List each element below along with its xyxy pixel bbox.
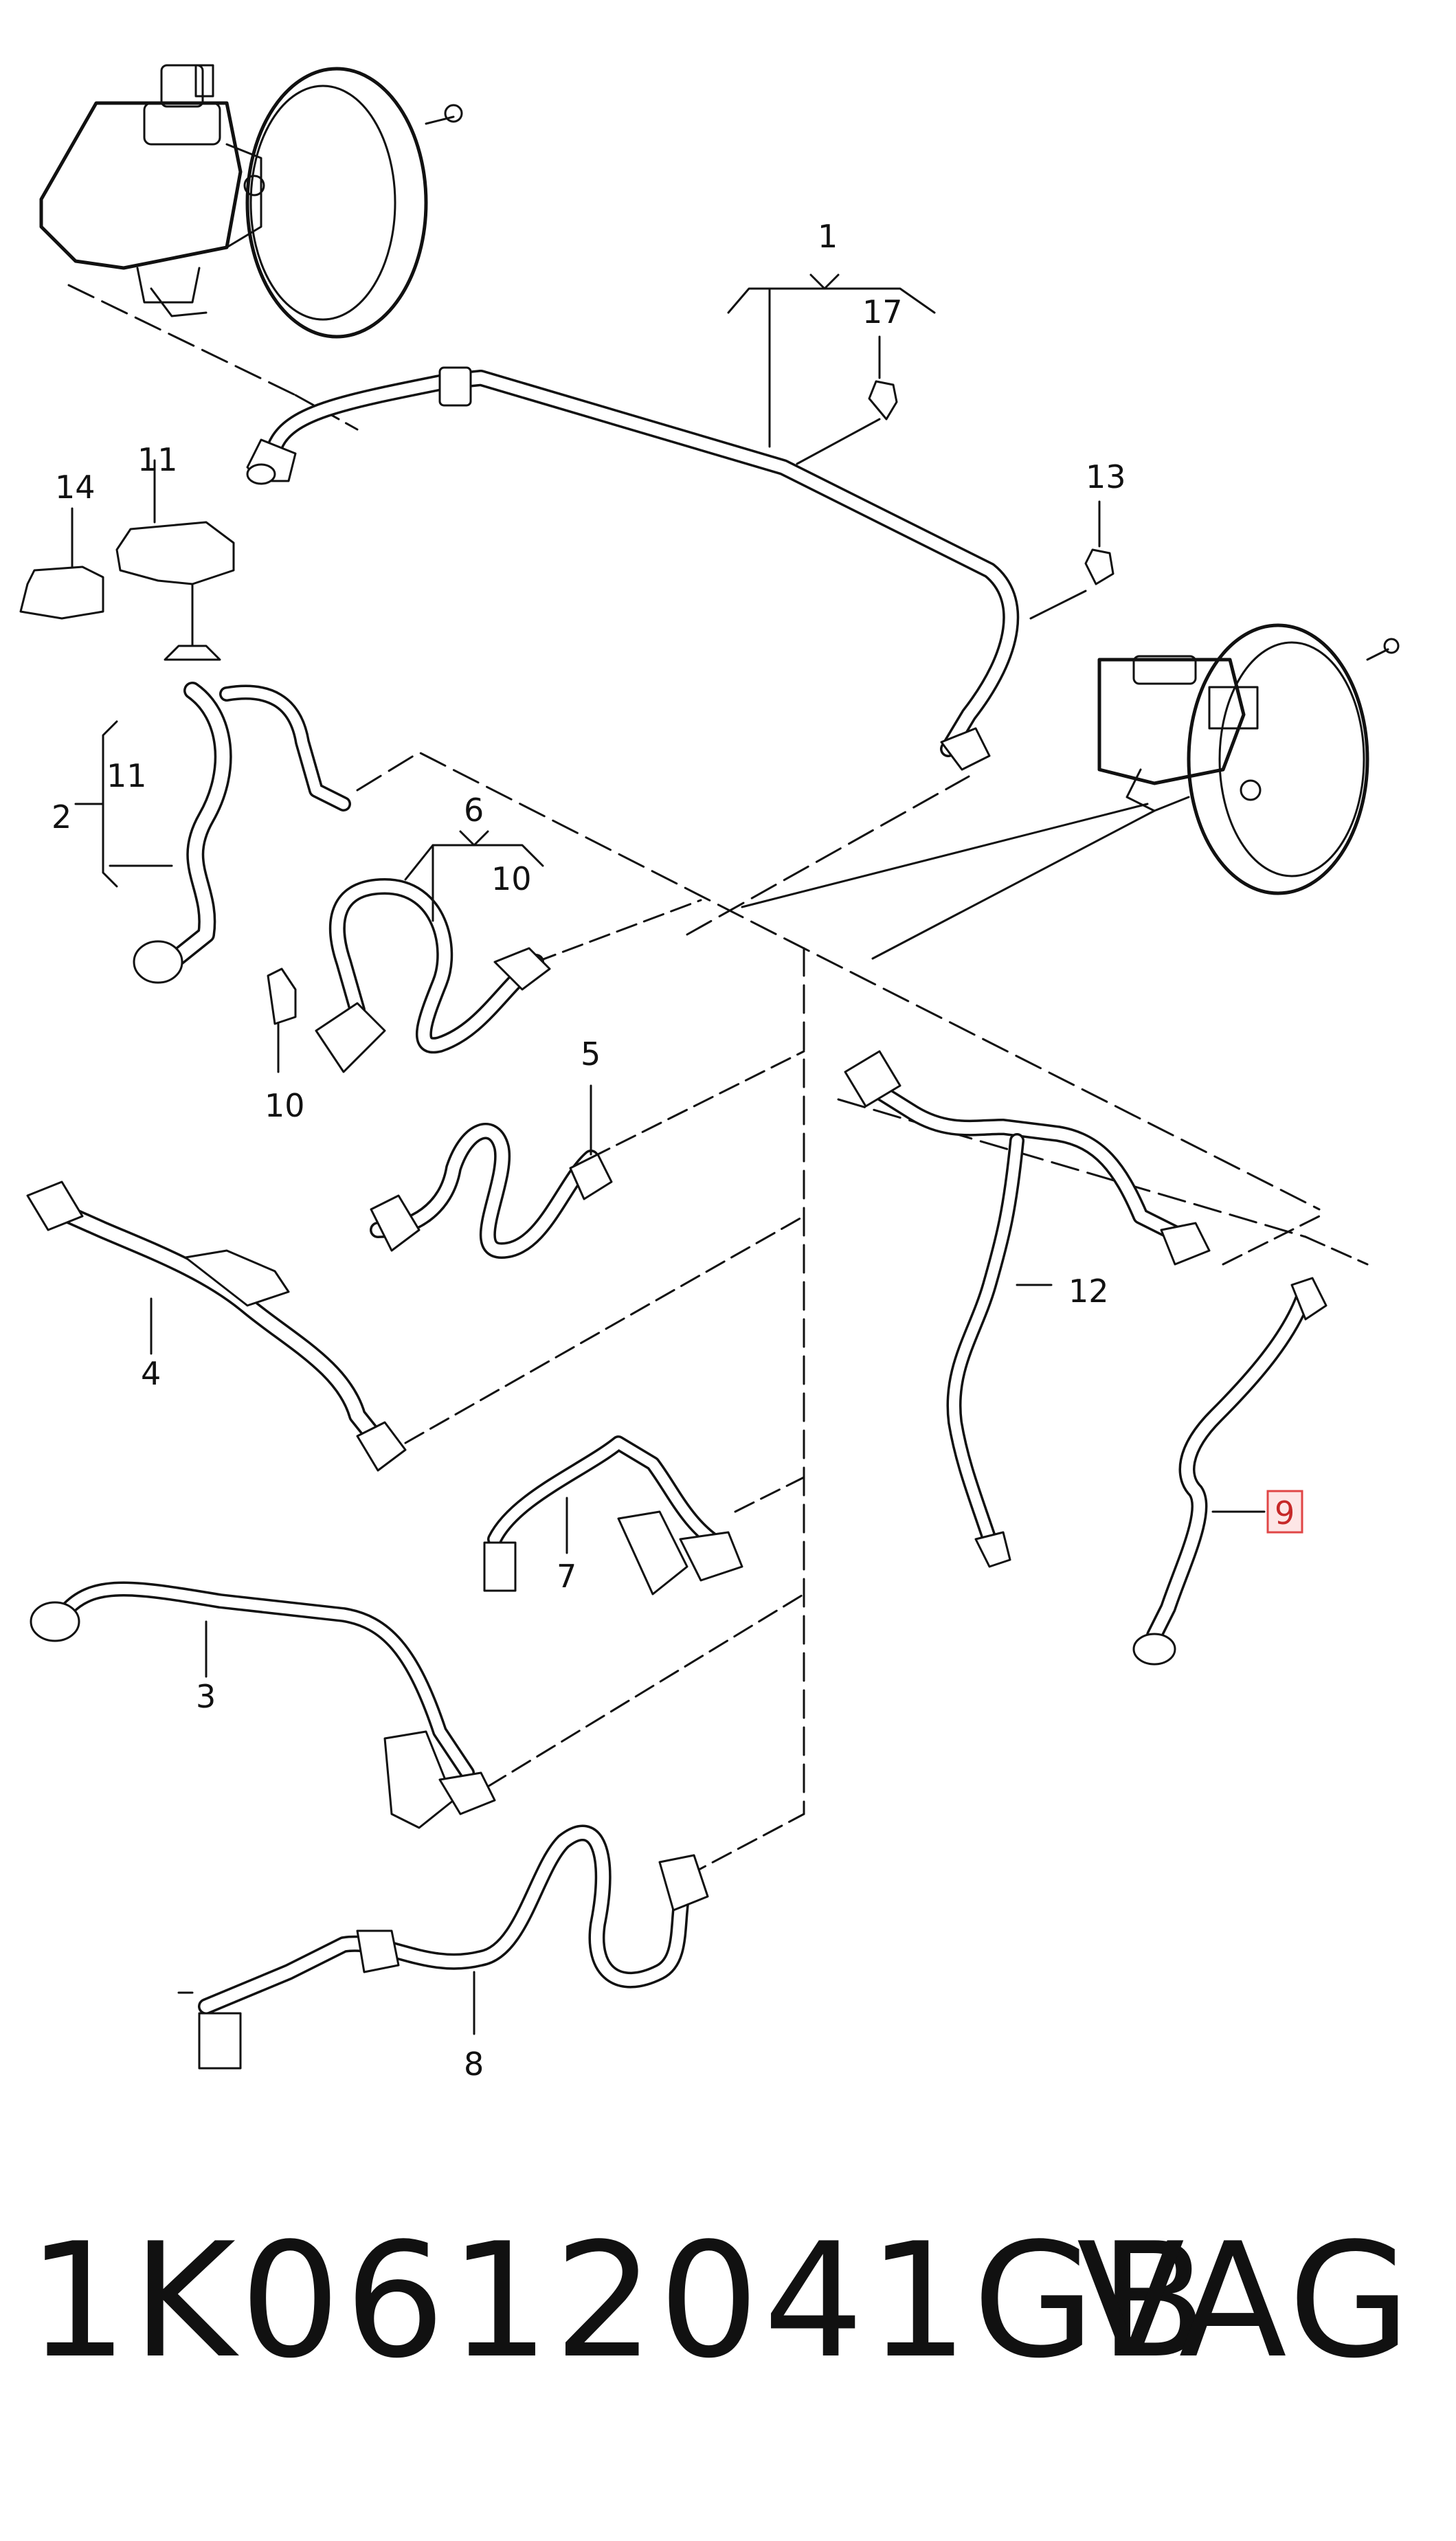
callout-10-lower: 10 xyxy=(265,1087,305,1124)
callout-1: 1 xyxy=(818,218,838,255)
hose-part-9 xyxy=(1132,1277,1328,1666)
clip-part-17 xyxy=(868,335,898,421)
sensor-part-11 xyxy=(115,459,235,661)
callout-13: 13 xyxy=(1086,458,1126,495)
hose-part-5 xyxy=(370,1084,613,1259)
callout-9: 9 xyxy=(1275,1495,1295,1532)
brake-line-part-1 xyxy=(246,366,1020,771)
brake-booster-top-illustration xyxy=(39,64,463,339)
brake-booster-right-illustration xyxy=(1097,623,1400,895)
callout-9-highlight xyxy=(1266,1490,1303,1534)
clip-part-13 xyxy=(1029,500,1115,620)
callout-17: 17 xyxy=(862,293,903,331)
callout-3: 3 xyxy=(196,1678,216,1715)
callout-7: 7 xyxy=(557,1558,576,1595)
hose-part-2 xyxy=(74,682,351,984)
connector-part-14 xyxy=(19,507,104,620)
callout-4: 4 xyxy=(141,1355,161,1392)
valve-part-10 xyxy=(267,967,297,1073)
hose-part-12 xyxy=(844,1050,1211,1568)
callout-8: 8 xyxy=(464,2046,484,2083)
callout-10-upper: 10 xyxy=(491,860,532,897)
callouts: 1 2 3 4 5 6 7 8 9 10 10 11 11 12 13 14 1… xyxy=(52,218,1303,2083)
brand-name: VAG xyxy=(1076,2210,1415,2393)
callout-12: 12 xyxy=(1068,1273,1109,1310)
callout-14: 14 xyxy=(55,469,96,506)
part-number: 1K0612041GB xyxy=(27,2210,1212,2393)
hose-part-8 xyxy=(177,1824,709,2070)
hose-part-4 xyxy=(26,1180,407,1472)
callout-2: 2 xyxy=(52,798,71,836)
callout-11-lower: 11 xyxy=(107,757,147,794)
hose-part-6 xyxy=(315,830,551,1073)
callout-11-upper: 11 xyxy=(137,441,178,478)
callout-5: 5 xyxy=(581,1036,601,1073)
hose-part-3 xyxy=(30,1581,496,1829)
hose-part-7 xyxy=(483,1435,743,1596)
callout-6: 6 xyxy=(464,792,484,829)
